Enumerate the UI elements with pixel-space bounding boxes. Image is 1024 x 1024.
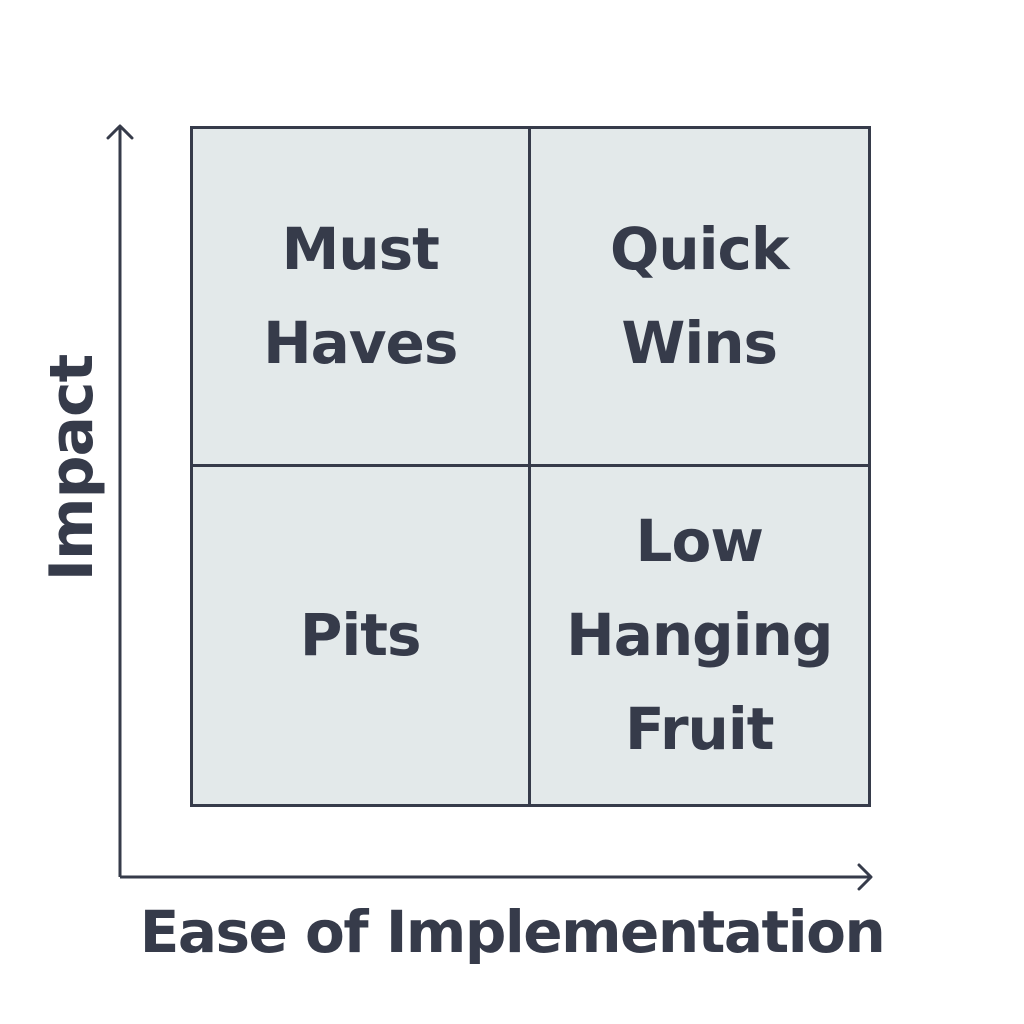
quadrant-label: Quick Wins (610, 215, 789, 378)
x-axis-label: Ease of Implementation (139, 898, 886, 966)
quadrant-low-hanging-fruit: Low Hanging Fruit (531, 467, 869, 805)
quadrant-pits: Pits (193, 466, 531, 804)
y-axis-arrow-icon (106, 124, 134, 140)
quadrant-quick-wins: Quick Wins (530, 129, 868, 467)
quadrant-must-haves: Must Haves (193, 129, 531, 467)
y-axis-label: Impact (37, 354, 107, 582)
quadrant-label: Pits (299, 601, 422, 670)
x-axis-arrow-icon (857, 863, 873, 891)
priority-matrix: Must Haves Quick Wins Pits Low Hanging F… (190, 126, 871, 807)
quadrant-label: Must Haves (263, 215, 458, 378)
quadrant-label: Low Hanging Fruit (566, 507, 833, 764)
